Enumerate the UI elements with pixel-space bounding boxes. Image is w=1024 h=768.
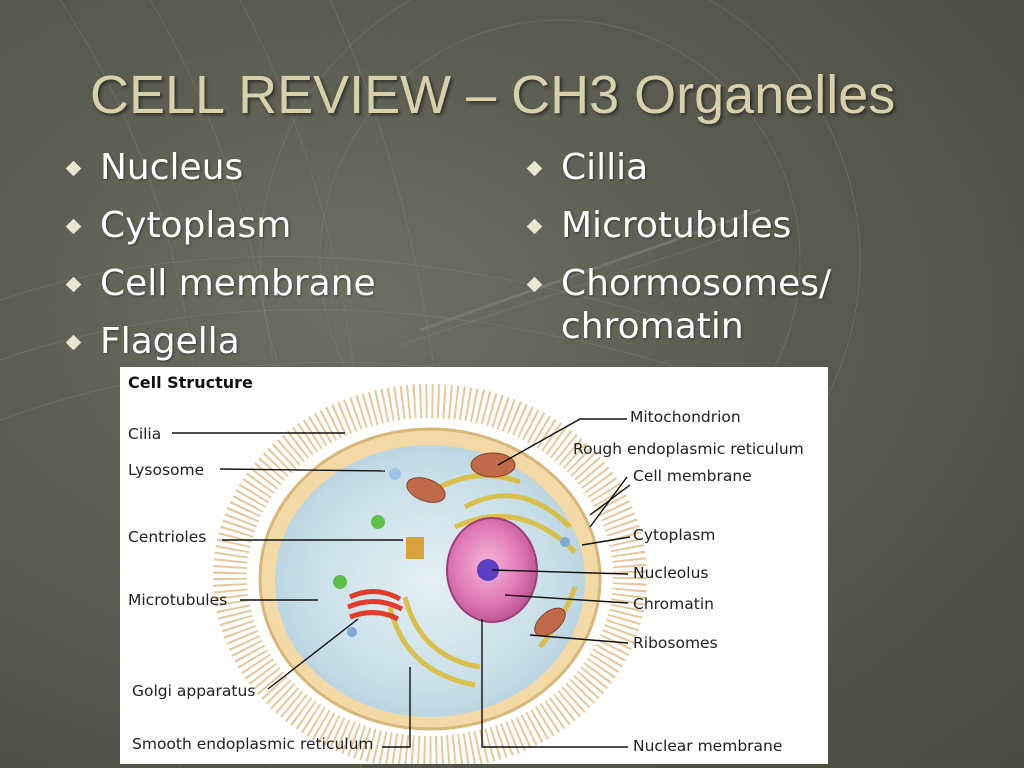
diagram-title: Cell Structure	[128, 373, 253, 392]
label-leader-lines	[172, 418, 631, 748]
list-item: Chormosomes/ chromatin	[523, 262, 943, 348]
vesicle	[347, 627, 357, 637]
label-rough-er: Rough endoplasmic reticulum	[573, 440, 804, 458]
diamond-bullet-icon	[526, 218, 543, 235]
mitochondrion	[534, 607, 566, 637]
list-item-label: Cell membrane	[100, 263, 376, 304]
slide-title: CELL REVIEW – CH3 Organelles	[90, 65, 896, 125]
list-item-label: Microtubules	[561, 205, 792, 246]
list-item: Cillia	[523, 146, 943, 189]
list-item-label: Nucleus	[100, 147, 244, 188]
label-lysosome: Lysosome	[128, 461, 205, 479]
list-item-label: Chormosomes/ chromatin	[561, 263, 832, 347]
list-item: Microtubules	[523, 204, 943, 247]
label-cilia: Cilia	[128, 425, 162, 443]
centrioles	[406, 537, 424, 559]
label-centrioles: Centrioles	[128, 528, 207, 546]
label-nuclear-membrane: Nuclear membrane	[633, 737, 783, 755]
diamond-bullet-icon	[65, 218, 82, 235]
diamond-bullet-icon	[65, 160, 82, 177]
label-cell-membrane: Cell membrane	[633, 467, 752, 485]
nucleolus	[477, 559, 499, 581]
list-item-label: Cytoplasm	[100, 205, 292, 246]
golgi-apparatus	[346, 589, 404, 622]
vesicle	[333, 575, 347, 589]
mitochondrion	[406, 477, 446, 503]
right-bullet-list: Cillia Microtubules Chormosomes/ chromat…	[523, 146, 943, 363]
list-item: Flagella	[62, 320, 482, 363]
list-item-label: Cillia	[561, 147, 649, 188]
list-item: Nucleus	[62, 146, 482, 189]
label-nucleolus: Nucleolus	[633, 564, 709, 582]
label-ribosomes: Ribosomes	[633, 634, 718, 652]
cytoplasm	[275, 445, 585, 717]
label-mitochondrion: Mitochondrion	[630, 408, 741, 426]
label-smooth-er: Smooth endoplasmic reticulum	[132, 735, 374, 753]
diamond-bullet-icon	[65, 334, 82, 351]
list-item-label: Flagella	[100, 321, 240, 362]
cilia-fringe	[213, 384, 647, 764]
list-item: Cell membrane	[62, 262, 482, 305]
lysosome	[389, 468, 401, 480]
vesicle	[560, 537, 570, 547]
left-bullet-list: Nucleus Cytoplasm Cell membrane Flagella	[62, 146, 482, 378]
mitochondrion	[470, 452, 516, 478]
label-golgi-apparatus: Golgi apparatus	[132, 682, 256, 700]
cell-illustration	[172, 384, 647, 764]
diamond-bullet-icon	[526, 160, 543, 177]
list-item: Cytoplasm	[62, 204, 482, 247]
vesicle	[371, 515, 385, 529]
diamond-bullet-icon	[65, 276, 82, 293]
label-microtubules: Microtubules	[128, 591, 228, 609]
label-chromatin: Chromatin	[633, 595, 714, 613]
diamond-bullet-icon	[526, 276, 543, 293]
label-cytoplasm: Cytoplasm	[633, 526, 716, 544]
cell-structure-diagram: Cell Structure Cilia Lysosome Centrioles…	[120, 367, 828, 764]
